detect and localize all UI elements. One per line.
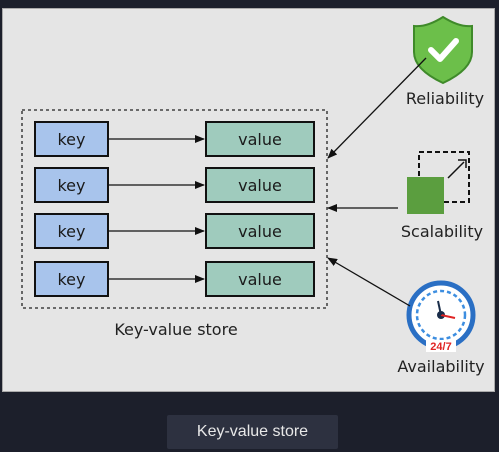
- scalability-label: Scalability: [401, 222, 483, 241]
- store-label: Key-value store: [114, 320, 237, 339]
- value-box: [205, 167, 315, 203]
- reliability-label: Reliability: [406, 89, 484, 108]
- kv-row: key value: [34, 213, 315, 249]
- value-label: value: [238, 222, 282, 241]
- reliability-arrow: [327, 57, 427, 159]
- value-box: [205, 213, 315, 249]
- figure-caption: Key-value store: [167, 415, 338, 449]
- scale-box-icon: [407, 151, 470, 214]
- shield-check-icon: [413, 15, 473, 85]
- key-label: key: [57, 222, 85, 241]
- key-box: [34, 213, 109, 249]
- key-label: key: [57, 130, 85, 149]
- key-label: key: [57, 270, 85, 289]
- value-label: value: [238, 176, 282, 195]
- value-box: [205, 261, 315, 297]
- key-box: [34, 261, 109, 297]
- clock-24-7-icon: 24/7: [406, 280, 476, 353]
- availability-label: Availability: [397, 357, 484, 376]
- key-label: key: [57, 176, 85, 195]
- availability-arrow: [327, 257, 411, 307]
- kv-row: key value: [34, 121, 315, 157]
- value-box: [205, 121, 315, 157]
- kv-row: key value: [34, 261, 315, 297]
- availability-badge: 24/7: [430, 341, 451, 353]
- value-label: value: [238, 270, 282, 289]
- kv-row: key value: [34, 167, 315, 203]
- value-label: value: [238, 130, 282, 149]
- key-box: [34, 167, 109, 203]
- key-value-store-diagram: key value key value key value key: [21, 15, 485, 376]
- key-box: [34, 121, 109, 157]
